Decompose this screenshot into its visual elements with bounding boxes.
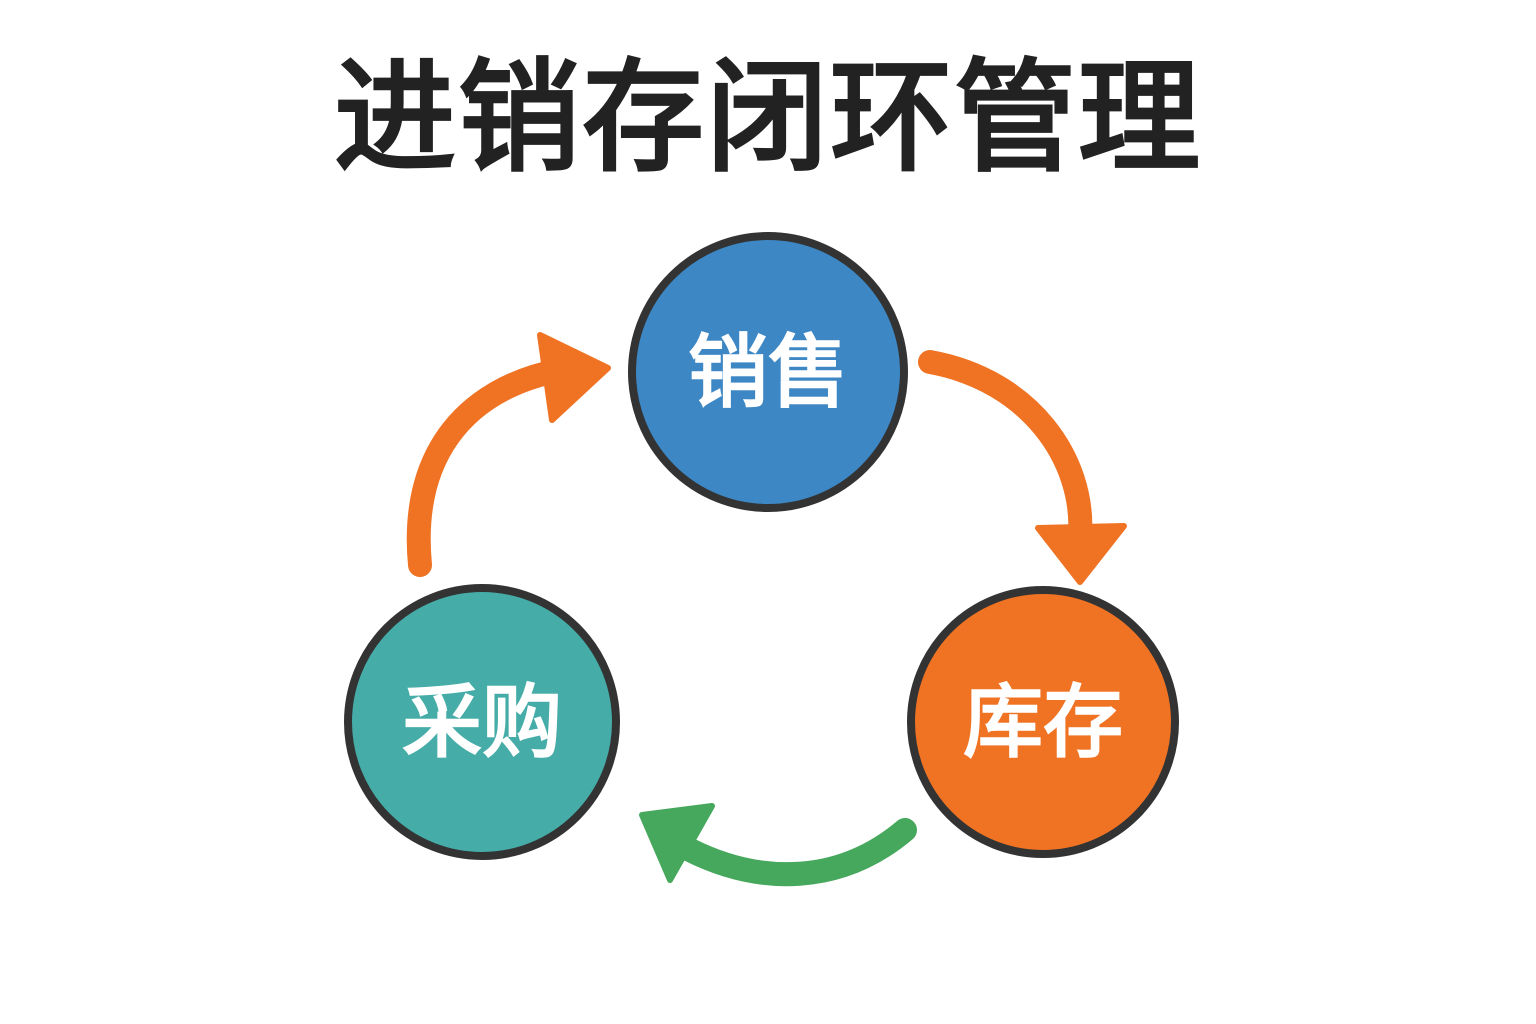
- node-inventory: 库存: [907, 586, 1179, 858]
- node-purchase: 采购: [344, 584, 620, 860]
- node-sales: 销售: [628, 232, 908, 512]
- node-purchase-label: 采购: [402, 676, 562, 769]
- arrow-purchase-to-sales: [406, 332, 611, 577]
- node-sales-label: 销售: [688, 326, 848, 419]
- diagram-title: 进销存闭环管理: [334, 47, 1202, 189]
- arrow-sales-to-inventory: [918, 350, 1127, 585]
- node-inventory-label: 库存: [963, 676, 1123, 769]
- arrow-inventory-to-purchase: [639, 803, 917, 887]
